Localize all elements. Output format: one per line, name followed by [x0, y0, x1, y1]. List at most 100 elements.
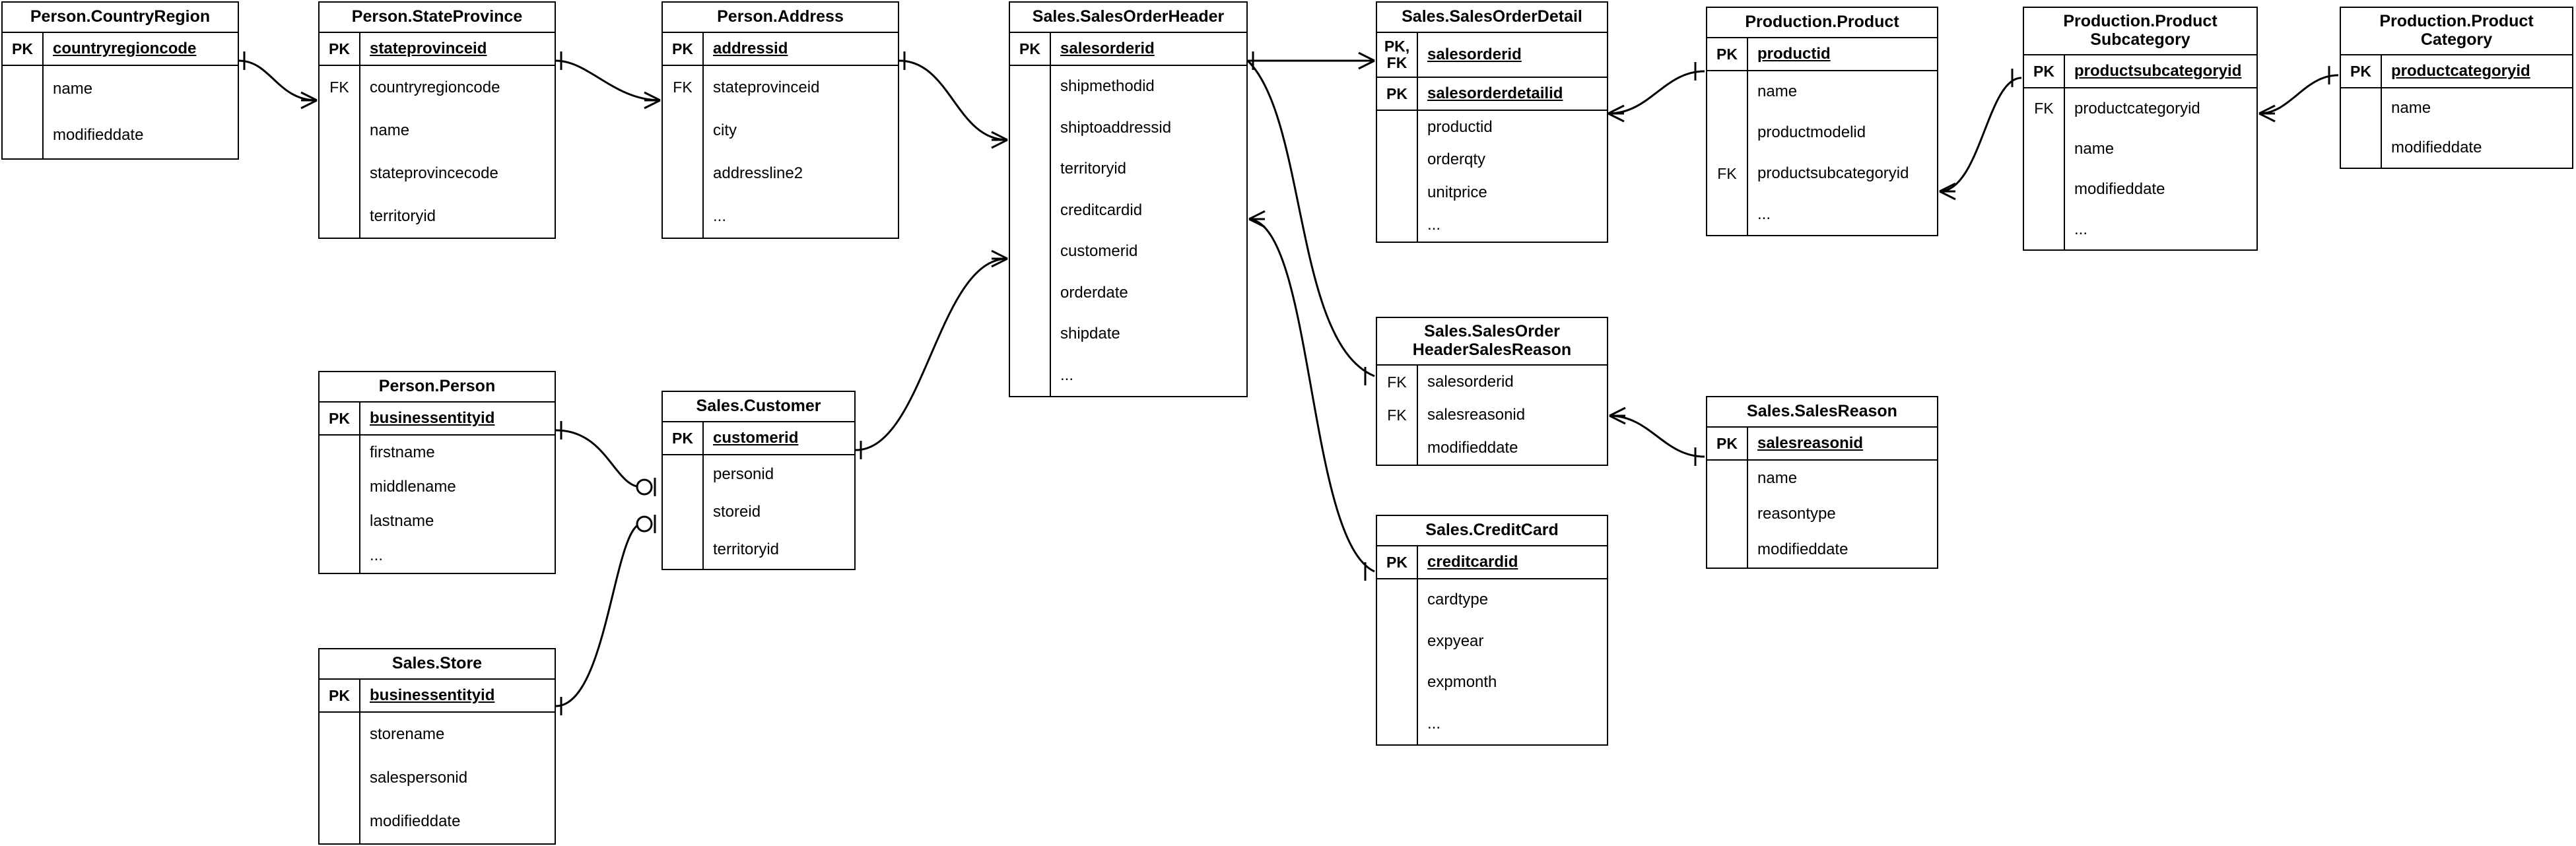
column-name: salesorderdetailid [1427, 84, 1563, 102]
column-name: storeid [713, 502, 761, 521]
column-name: storename [370, 725, 445, 743]
column-name: shipmethodid [1060, 77, 1155, 96]
entity-attribute-row: modifieddate [2024, 169, 2256, 209]
key-label: PK [2341, 55, 2382, 87]
key-label-empty [1377, 432, 1418, 465]
entity-attribute-row: ... [1377, 703, 1607, 744]
column-name: ... [713, 207, 727, 225]
edge-product-productsubcategory [1939, 69, 2022, 201]
entity-attribute-row: storename [320, 713, 555, 756]
column-name: productid [1427, 117, 1493, 136]
key-label-empty [1377, 111, 1418, 144]
entity-attribute-row: firstname [320, 436, 555, 470]
column-name: modifieddate [1757, 540, 1848, 558]
entity-attribute-row: territoryid [1010, 148, 1246, 190]
entity-title: Production.Product Category [2341, 8, 2572, 55]
key-label-empty [2024, 169, 2065, 209]
entity-attribute-row: expmonth [1377, 662, 1607, 703]
entity-title: Person.StateProvince [320, 3, 555, 33]
column-name: salesreasonid [1757, 434, 1864, 452]
entity-attribute-row: name [3, 66, 238, 112]
entity-attribute-row: expyear [1377, 620, 1607, 662]
entity-attribute-row: name [2341, 88, 2572, 128]
edge-salesorderheader-creditcard [1248, 210, 1375, 581]
edge-customer-salesorderheader [855, 249, 1008, 459]
column-name: ... [1427, 216, 1441, 234]
key-label-empty [320, 538, 360, 573]
entity-attribute-row: orderqty [1377, 143, 1607, 176]
column-name: salesorderid [1427, 46, 1522, 63]
column-name: businessentityid [370, 409, 495, 427]
column-name: productcategoryid [2391, 62, 2530, 80]
column-name: expmonth [1427, 673, 1497, 692]
column-name: salesreasonid [1427, 406, 1526, 424]
key-label-empty [1010, 231, 1051, 273]
key-label-empty [1377, 209, 1418, 242]
entity-attribute-row: cardtype [1377, 579, 1607, 621]
entity-title: Production.Product [1707, 8, 1937, 38]
key-label: PK [663, 33, 704, 65]
key-label-empty [1707, 496, 1748, 532]
key-label-empty [1707, 112, 1748, 153]
column-name: lastname [370, 512, 434, 530]
entity-attribute-row: personid [663, 455, 854, 494]
key-label-empty [320, 800, 360, 843]
key-label-empty [1377, 579, 1418, 621]
entity-attribute-row: lastname [320, 504, 555, 538]
column-name: modifieddate [2391, 139, 2482, 156]
key-label-empty [3, 66, 44, 112]
entity-attribute-row: ... [320, 538, 555, 573]
edge-countryregion-stateprovince [238, 51, 318, 110]
entity-attributes: name modifieddate [2341, 88, 2572, 168]
key-label: FK [1377, 366, 1418, 399]
entity-title: Sales.SalesReason [1707, 397, 1937, 428]
column-name: cardtype [1427, 591, 1489, 609]
key-label-empty [1707, 461, 1748, 496]
entity-attribute-row: salespersonid [320, 756, 555, 800]
entity-title: Person.CountryRegion [3, 3, 238, 33]
column-name: name [53, 80, 93, 98]
column-name: stateprovinceid [370, 40, 487, 57]
column-name: countryregioncode [370, 78, 500, 96]
entity-attribute-row: name [2024, 129, 2256, 169]
column-name: firstname [370, 443, 435, 461]
key-label-empty [1707, 532, 1748, 568]
column-name: territoryid [713, 540, 780, 559]
key-label: PK [1010, 33, 1051, 65]
key-label: FK [1377, 399, 1418, 432]
key-label-empty [1707, 194, 1748, 235]
key-label-empty [320, 109, 360, 152]
key-label-empty [1010, 107, 1051, 148]
